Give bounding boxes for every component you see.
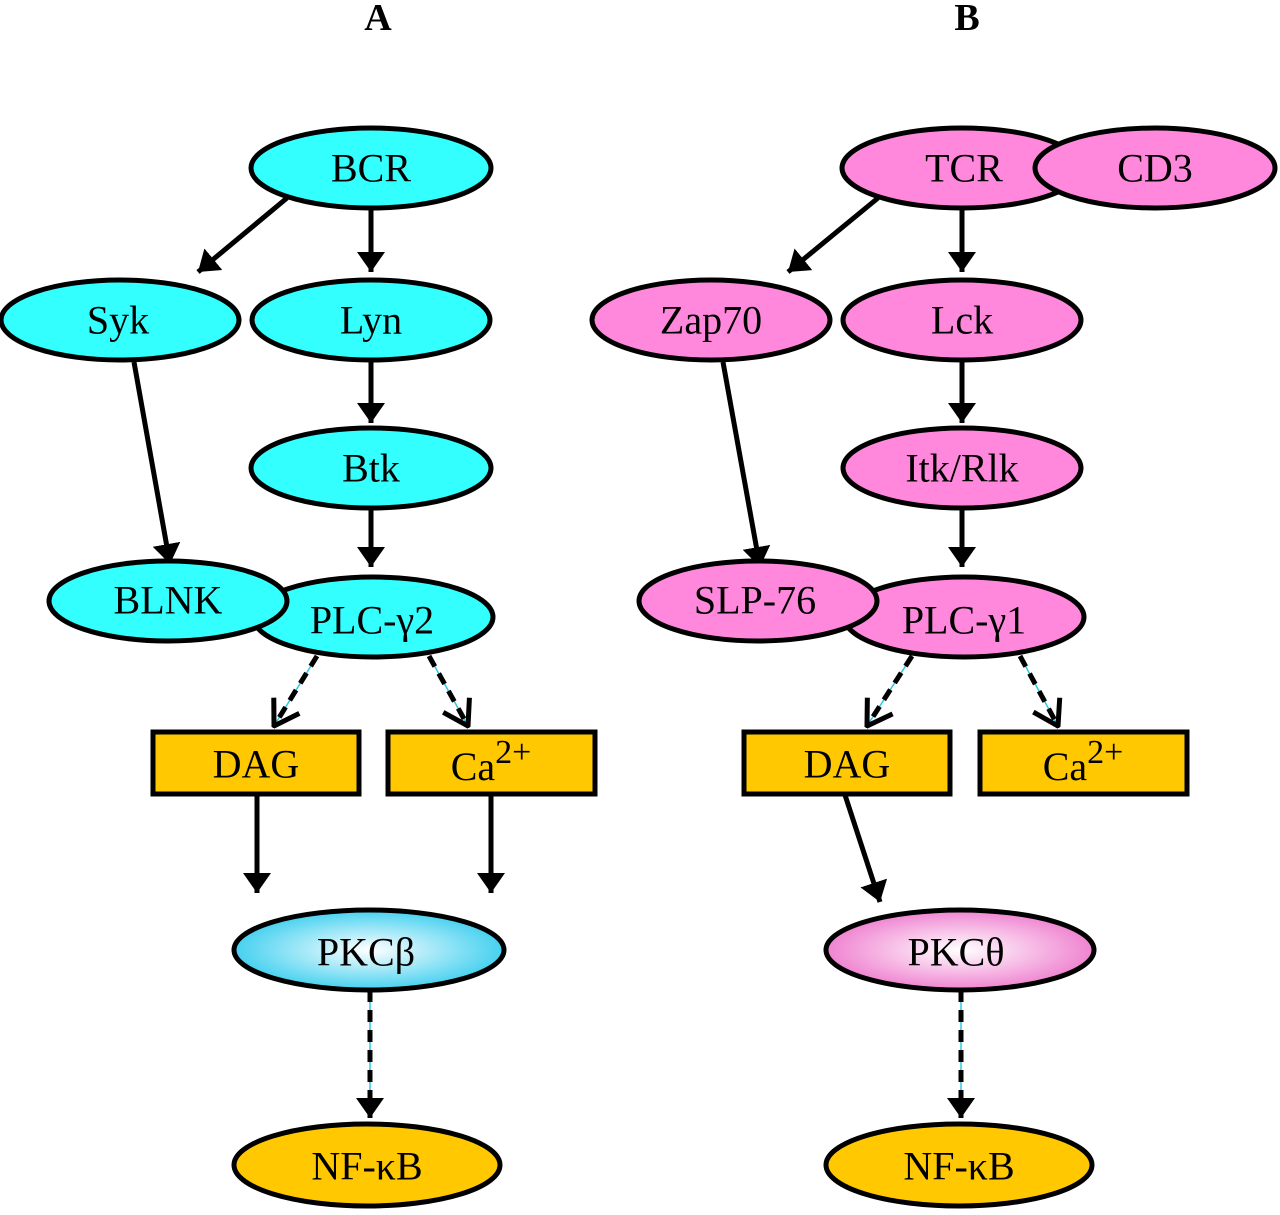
edge-plc-dag [274, 654, 320, 726]
node-dag-a-label: DAG [213, 742, 300, 787]
node-ca-a-label: Ca2+ [451, 734, 532, 789]
node-itk-rlk[interactable]: Itk/Rlk [840, 425, 1084, 511]
node-lck[interactable]: Lck [840, 277, 1084, 363]
node-lck-label: Lck [931, 298, 993, 343]
node-nfkb-a[interactable]: NF-κB [231, 1121, 503, 1209]
node-nfkb-b-label: NF-κB [903, 1144, 1014, 1189]
panel-label-a: A [364, 0, 392, 39]
node-blnk-label: BLNK [114, 578, 223, 623]
ca-a-base: Ca [451, 744, 496, 789]
node-pkc-theta-label: PKCθ [908, 930, 1005, 975]
edge-zap70-slp76 [720, 361, 771, 568]
node-bcr-label: BCR [331, 146, 411, 191]
node-plc-gamma1[interactable]: PLC-γ1 [841, 574, 1087, 660]
node-plc-gamma2-label: PLC-γ2 [310, 598, 434, 643]
node-plc-gamma1-label: PLC-γ1 [902, 598, 1026, 643]
node-plc-gamma2[interactable]: PLC-γ2 [250, 574, 496, 660]
node-pkc-beta[interactable]: PKCβ [231, 907, 507, 993]
node-lyn[interactable]: Lyn [249, 277, 493, 363]
edge-dag-pkctheta [842, 794, 888, 903]
node-cd3[interactable]: CD3 [1032, 125, 1278, 211]
panel-a: BCR Syk Lyn Btk PLC-γ2 BLNK DAG Ca2+ [0, 125, 598, 1209]
node-btk-label: Btk [342, 446, 400, 491]
node-btk[interactable]: Btk [248, 425, 494, 511]
node-blnk[interactable]: BLNK [46, 558, 290, 644]
node-bcr[interactable]: BCR [248, 125, 494, 211]
node-pkc-beta-label: PKCβ [317, 930, 415, 975]
edge-plc1-dag [867, 654, 915, 726]
node-slp76-label: SLP-76 [694, 578, 816, 623]
node-syk-label: Syk [87, 298, 149, 343]
edge-syk-blnk [131, 361, 181, 565]
node-syk[interactable]: Syk [0, 277, 242, 363]
node-zap70-label: Zap70 [660, 298, 762, 343]
node-tcr[interactable]: TCR [839, 125, 1085, 211]
ca-b-charge: 2+ [1087, 734, 1123, 771]
node-dag-b-label: DAG [804, 742, 891, 787]
node-slp76[interactable]: SLP-76 [636, 558, 880, 644]
node-tcr-label: TCR [925, 146, 1003, 191]
node-pkc-theta[interactable]: PKCθ [823, 907, 1097, 993]
edge-tcr-zap70 [786, 196, 880, 274]
ca-b-base: Ca [1043, 744, 1088, 789]
panel-b: TCR CD3 Zap70 Lck Itk/Rlk PLC-γ1 SLP-76 [589, 125, 1278, 1209]
node-ca-b-label: Ca2+ [1043, 734, 1124, 789]
node-nfkb-a-label: NF-κB [311, 1144, 422, 1189]
node-lyn-label: Lyn [340, 298, 402, 343]
node-cd3-label: CD3 [1117, 146, 1193, 191]
node-ca-a[interactable]: Ca2+ [385, 729, 598, 797]
edge-plc1-ca [1017, 654, 1058, 726]
edge-bcr-syk [196, 196, 289, 274]
node-dag-a[interactable]: DAG [150, 729, 362, 797]
node-itk-rlk-label: Itk/Rlk [905, 446, 1018, 491]
edge-plc-ca [426, 654, 468, 726]
node-dag-b[interactable]: DAG [741, 729, 953, 797]
node-ca-b[interactable]: Ca2+ [977, 729, 1190, 797]
node-zap70[interactable]: Zap70 [589, 277, 833, 363]
ca-a-charge: 2+ [495, 734, 531, 771]
node-nfkb-b[interactable]: NF-κB [823, 1121, 1095, 1209]
panel-label-b: B [954, 0, 979, 39]
